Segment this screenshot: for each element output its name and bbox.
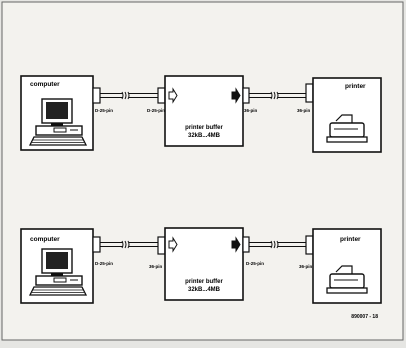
computer-port-connector: [92, 236, 101, 253]
printer-label: printer: [340, 236, 361, 243]
buffer-output-arrow-icon: [231, 236, 241, 253]
computer-port-label: D-25-pin: [95, 261, 113, 266]
computer-port-connector: [92, 87, 101, 104]
computer-box: computer: [20, 228, 94, 304]
printer-buffer-box: printer buffer 32kB...4MB: [164, 75, 244, 147]
computer-box: computer: [20, 75, 94, 151]
buffer-output-arrow-icon: [231, 87, 241, 104]
printer-port-label: 36-pin: [297, 108, 311, 113]
computer-label: computer: [30, 81, 60, 88]
computer-label: computer: [30, 236, 60, 243]
printer-port-label: 36-pin: [299, 264, 313, 269]
diagram-2: computer D-25-pin 36-pin printer buffer …: [20, 227, 382, 304]
buffer-input-arrow-icon: [168, 87, 178, 104]
printer-label: printer: [345, 83, 366, 90]
cable-computer-buffer: [100, 240, 158, 249]
buffer-capacity: 32kB...4MB: [188, 287, 221, 293]
printer-box: printer: [312, 228, 382, 304]
printer-connector: [305, 235, 314, 255]
buffer-input-arrow-icon: [168, 236, 178, 253]
printer-connector: [305, 83, 314, 103]
cable-computer-buffer: [100, 91, 158, 100]
buffer-input-port-label: 36-pin: [149, 264, 163, 269]
buffer-input-connector: [157, 87, 166, 104]
cable-buffer-printer: [249, 240, 306, 249]
figure-id: 890007 - 18: [351, 314, 378, 320]
buffer-input-port-label: D-25-pin: [147, 108, 165, 113]
buffer-output-port-label: 36-pin: [244, 108, 258, 113]
buffer-input-connector: [157, 236, 166, 255]
computer-port-label: D-25-pin: [95, 108, 113, 113]
buffer-title: printer buffer: [185, 125, 223, 131]
printer-box: printer: [312, 77, 382, 153]
buffer-output-connector: [242, 87, 250, 104]
printer-buffer-box: printer buffer 32kB...4MB: [164, 227, 244, 301]
buffer-output-connector: [242, 236, 250, 253]
buffer-output-port-label: D-25-pin: [246, 261, 264, 266]
cable-buffer-printer: [249, 91, 306, 100]
buffer-title: printer buffer: [185, 279, 223, 285]
diagram-1: computer D-25-pin D-25-pin printer buffe…: [20, 75, 382, 153]
buffer-capacity: 32kB...4MB: [188, 133, 221, 139]
